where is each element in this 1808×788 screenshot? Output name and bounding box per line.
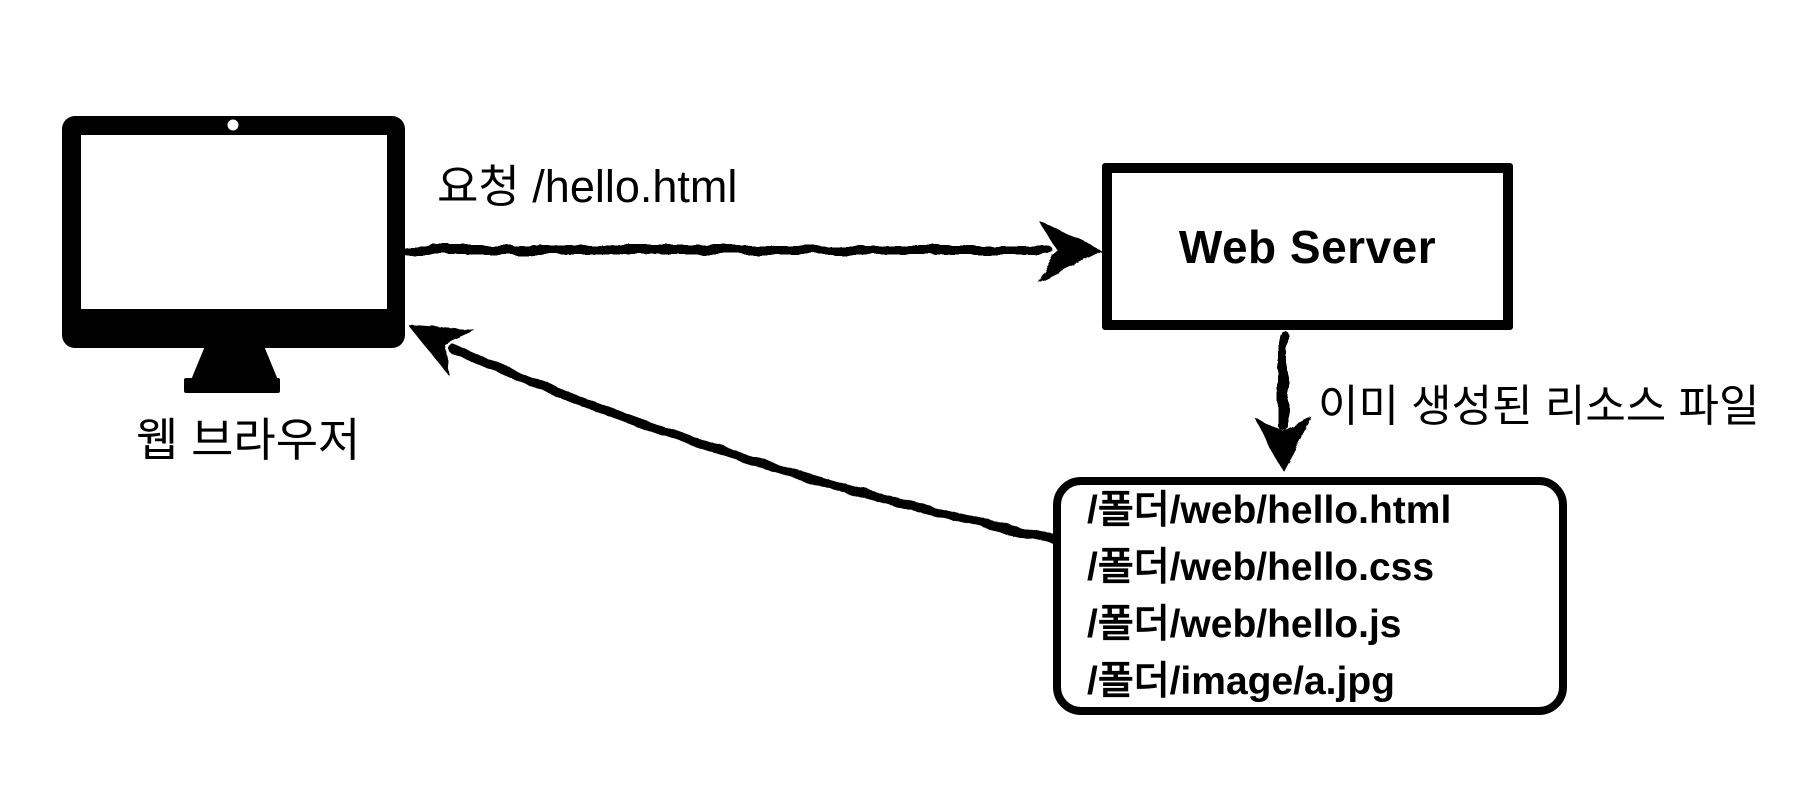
request-arrow [401, 219, 1101, 281]
request-arrow-label: 요청 /hello.html [437, 161, 738, 212]
resource-file-path: /폴더/web/hello.css [1087, 546, 1435, 589]
response-arrow [408, 325, 1058, 544]
web-server-box: Web Server [1102, 163, 1513, 330]
browser-label: 웹 브라우저 [136, 414, 361, 466]
camera-dot-icon [227, 119, 239, 131]
web-server-label: Web Server [1178, 220, 1437, 273]
resource-file-path: /폴더/web/hello.js [1087, 603, 1402, 646]
resource-file-path: /폴더/web/hello.html [1087, 489, 1452, 532]
monitor-icon [62, 116, 405, 393]
server-to-files-arrow [1254, 329, 1312, 471]
resource-file-box: /폴더/web/hello.html /폴더/web/hello.css /폴더… [1053, 477, 1567, 715]
response-arrow-label: 이미 생성된 리소스 파일 [1318, 382, 1760, 431]
resource-file-path: /폴더/image/a.jpg [1087, 660, 1395, 703]
